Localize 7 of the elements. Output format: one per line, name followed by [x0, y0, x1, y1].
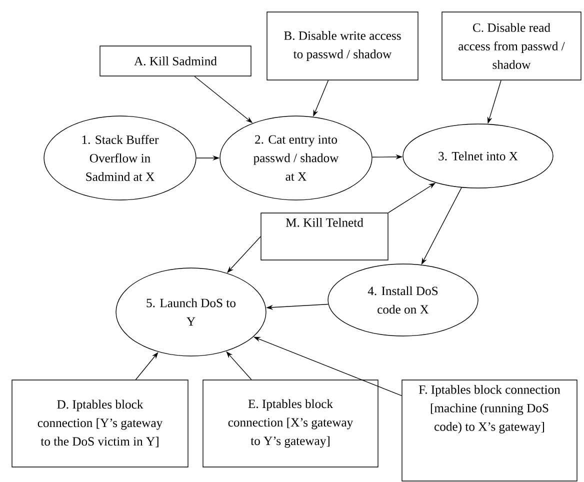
- countermeasure-box: C. Disable read access from passwd / shadow: [442, 12, 582, 80]
- countermeasure-box: D. Iptables block connection [Y’s gateway to the DoS victim in Y]: [12, 380, 188, 468]
- countermeasure-box: F. Iptables block connection [machine (running DoS code) to X’s gateway]: [402, 380, 578, 482]
- countermeasure-box: B. Disable write access to passwd / shadow: [266, 12, 418, 80]
- countermeasure-box: E. Iptables block connection [X’s gateway to Y’s gateway]: [202, 380, 378, 468]
- countermeasure-box: A. Kill Sadmind: [100, 46, 252, 76]
- countermeasure-box: M. Kill Telnetd: [260, 212, 388, 260]
